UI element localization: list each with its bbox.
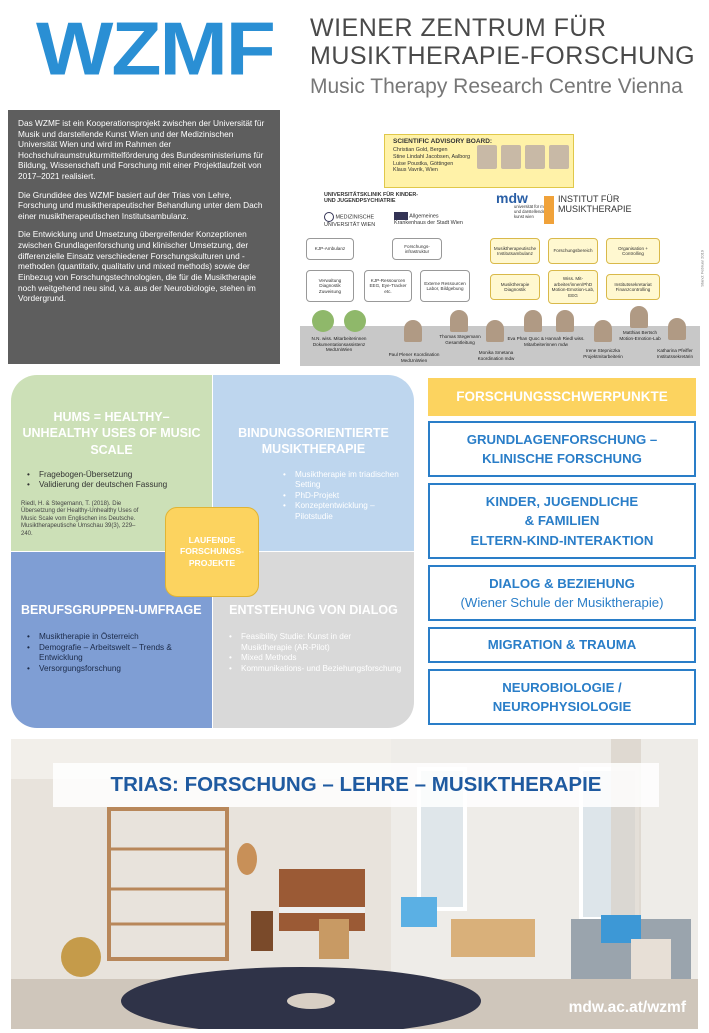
- quadrant-list: Feasibility Studie: Kunst in der Musikth…: [223, 632, 404, 674]
- advisory-name: Klaus Vavrik, Wien: [393, 167, 438, 174]
- box-mt-diagnostik: Musiktherapie Diagnostik: [490, 274, 540, 300]
- box-migration-trauma: MIGRATION & TRAUMA: [428, 627, 696, 663]
- advisory-photo: [477, 145, 497, 169]
- title-line-3: Music Therapy Research Centre Vienna: [310, 75, 683, 98]
- advisory-name: Stine Lindahl Jacobsen, Aalborg: [393, 153, 471, 160]
- box-organisation: Organisation + Controlling: [606, 238, 660, 264]
- research-projects-quadrant: HUMS = HEALTHY–UNHEALTHY USES OF MUSIC S…: [11, 375, 414, 728]
- box-grundlagenforschung: GRUNDLAGENFORSCHUNG – KLINISCHE FORSCHUN…: [428, 421, 696, 477]
- box-kinder-jugendliche: KINDER, JUGENDLICHE & FAMILIEN ELTERN-KI…: [428, 483, 696, 559]
- trias-banner: TRIAS: FORSCHUNG – LEHRE – MUSIKTHERAPIE: [53, 763, 659, 807]
- box-forschungsinfrastruktur: Forschungs-infrastruktur: [392, 238, 442, 260]
- person-name: Irene Stepniczka Projektmitarbeiterin: [583, 348, 623, 359]
- person-avatar: [556, 310, 574, 332]
- akh-logo: Allgemeines Krankenhaus der Stadt Wien: [394, 212, 463, 226]
- advisory-names: Christian Gold, Bergen Stine Lindahl Jac…: [393, 147, 470, 174]
- list-item: Mixed Methods: [223, 653, 404, 664]
- advisory-name: Luise Poustka, Göttingen: [393, 160, 454, 167]
- person-avatar: [404, 320, 422, 342]
- list-item: Musiktherapie in Österreich: [21, 632, 202, 643]
- mdw-logo: mdw: [496, 190, 528, 206]
- list-item: Versorgungsforschung: [21, 664, 202, 675]
- person-avatar: [312, 310, 334, 332]
- center-label: LAUFENDE FORSCHUNGS-PROJEKTE: [165, 507, 259, 597]
- room-photo: TRIAS: FORSCHUNG – LEHRE – MUSIKTHERAPIE…: [11, 739, 698, 1029]
- person-avatar: [344, 310, 366, 332]
- person-name: Thomas Stegemann Gesamtleitung: [439, 334, 481, 345]
- box-neurobiologie: NEUROBIOLOGIE / NEUROPHYSIOLOGIE: [428, 669, 696, 725]
- list-item: Konzeptentwicklung – Pilotstudie: [277, 501, 404, 522]
- advisory-photo: [549, 145, 569, 169]
- person-avatar: [594, 320, 612, 342]
- intro-paragraph-3: Die Entwicklung und Umsetzung übergreife…: [18, 229, 256, 304]
- wzmf-logo: WZMF: [36, 7, 276, 92]
- person-name: Eva Phan Quoc & Hannah Riedl wiss. Mitar…: [507, 336, 585, 347]
- list-item: Demografie – Arbeitswelt – Trends & Entw…: [21, 643, 202, 664]
- intro-box: Das WZMF ist ein Kooperationsprojekt zwi…: [8, 110, 280, 364]
- person-avatar: [668, 318, 686, 340]
- intro-paragraph-2: Die Grundidee des WZMF basiert auf der T…: [18, 189, 263, 221]
- list-item: Kommunikations- und Beziehungsforschung: [223, 664, 404, 675]
- person-avatar: [486, 320, 504, 342]
- title-line-2: MUSIKTHERAPIE-FORSCHUNG: [310, 42, 696, 70]
- mdw-subtitle: universität für musik und darstellende k…: [514, 204, 552, 219]
- schwerpunkte-heading: FORSCHUNGSSCHWERPUNKTE: [428, 378, 696, 416]
- url-link[interactable]: mdw.ac.at/wzmf: [568, 999, 686, 1016]
- list-item: PhD-Projekt: [277, 491, 404, 502]
- box-wiss-mitarbeiter: Wiss. Mit-arbeiter/innen/PhD Motion-Emot…: [548, 270, 598, 304]
- advisory-name: Christian Gold, Bergen: [393, 147, 448, 153]
- quadrant-list: Musiktherapie im triadischen Setting PhD…: [277, 470, 404, 523]
- klinik-label: UNIVERSITÄTSKLINIK FÜR KINDER- UND JUGEN…: [324, 192, 419, 204]
- person-name: Paul Plener Koordination MedUniWien: [388, 352, 440, 363]
- quadrant-list: Fragebogen-Übersetzung Validierung der d…: [21, 470, 202, 491]
- imt-label: INSTITUT FÜR MUSIKTHERAPIE: [558, 194, 632, 214]
- quadrant-list: Musiktherapie in Österreich Demografie –…: [21, 632, 202, 674]
- title-line-1: WIENER ZENTRUM FÜR: [310, 14, 607, 42]
- person-avatar: [524, 310, 542, 332]
- list-item: Musiktherapie im triadischen Setting: [277, 470, 404, 491]
- list-item: Validierung der deutschen Fassung: [21, 480, 202, 491]
- intro-paragraph-1: Das WZMF ist ein Kooperationsprojekt zwi…: [18, 118, 265, 182]
- box-mt-ambulanz: Musiktherapeutische Institutsambulanz: [490, 238, 540, 264]
- advisory-photo: [501, 145, 521, 169]
- person-name: N.N. wiss. Mitarbeiterinnen Dokumentatio…: [311, 336, 367, 352]
- quadrant-title: ENTSTEHUNG VON DIALOG: [229, 603, 398, 617]
- quadrant-title: HUMS = HEALTHY–UNHEALTHY USES OF MUSIC S…: [22, 410, 201, 457]
- meduni-logo: MEDIZINISCHE UNIVERSITÄT WIEN: [324, 212, 384, 228]
- imt-mark-icon: [544, 196, 554, 224]
- box-externe-ressourcen: Externe Ressourcen Labor, Bildgebung: [420, 270, 470, 302]
- person-name: Matthias Bertsch Motion-Emotion-Lab: [619, 330, 661, 341]
- advisory-board: SCIENTIFIC ADVISORY BOARD: Christian Gol…: [384, 134, 574, 188]
- stand-label: Stand: Februar 2019: [700, 250, 705, 287]
- box-institutssekretariat: Institutssekretariat Finanzcontrolling: [606, 274, 660, 300]
- box-kjp-ressourcen: KJP-Ressourcen EEG, Eye-Tracker etc.: [364, 270, 412, 302]
- org-chart: SCIENTIFIC ADVISORY BOARD: Christian Gol…: [300, 130, 705, 366]
- box-dialog-beziehung: DIALOG & BEZIEHUNG (Wiener Schule der Mu…: [428, 565, 696, 621]
- box-verwaltung: Verwaltung Diagnostik Zuweisung: [306, 270, 354, 302]
- akh-emblem-icon: [394, 212, 408, 220]
- advisory-photo: [525, 145, 545, 169]
- person-name: Monika Smetana Koordination mdw: [477, 350, 515, 361]
- person-avatar: [450, 310, 468, 332]
- box-forschungsbereich: Forschungsbereich: [548, 238, 598, 264]
- reference-text: Riedl, H. & Stegemann, T. (2018). Die Üb…: [21, 500, 139, 537]
- meduni-emblem-icon: [324, 212, 334, 222]
- list-item: Fragebogen-Übersetzung: [21, 470, 202, 481]
- list-item: Feasibility Studie: Kunst in der Musikth…: [223, 632, 404, 653]
- person-avatar: [630, 306, 648, 328]
- quadrant-title: BINDUNGSORIENTIERTE MUSIKTHERAPIE: [238, 426, 389, 457]
- box-kjp-ambulanz: KJP-Ambulanz: [306, 238, 354, 260]
- advisory-title: SCIENTIFIC ADVISORY BOARD:: [393, 138, 493, 145]
- quadrant-title: BERUFSGRUPPEN-UMFRAGE: [21, 603, 202, 617]
- quadrant-berufsgruppen: BERUFSGRUPPEN-UMFRAGE Musiktherapie in Ö…: [11, 552, 212, 728]
- person-name: Katharina Pfeiffer Institutssekretärin: [657, 348, 693, 359]
